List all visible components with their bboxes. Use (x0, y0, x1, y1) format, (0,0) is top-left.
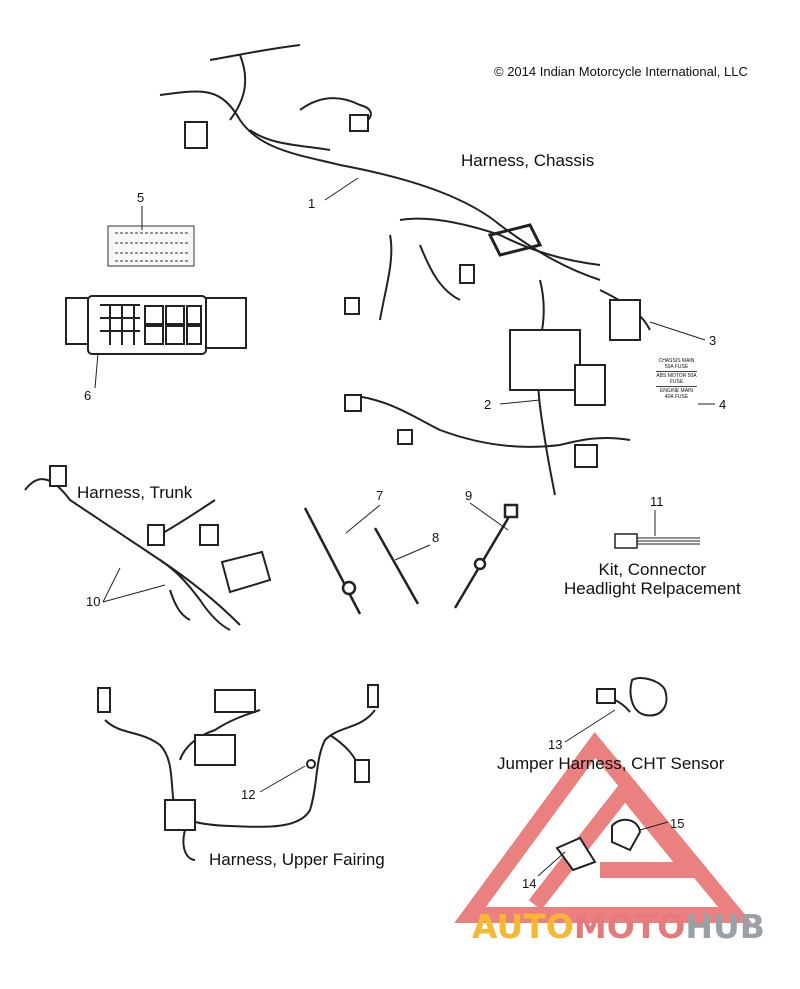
callout-4: 4 (719, 397, 727, 412)
callout-11: 11 (650, 494, 664, 509)
watermark-part-auto: AUTO (472, 907, 574, 946)
callout-10: 10 (86, 594, 101, 609)
fuse-box-6 (65, 295, 247, 355)
jumper-harness-label: Jumper Harness, CHT Sensor (497, 754, 725, 773)
upper-fairing-harness-drawing (97, 684, 379, 861)
cable-ties-7-8-9 (303, 503, 519, 615)
callout-5: 5 (137, 190, 145, 205)
copyright-notice: © 2014 Indian Motorcycle International, … (494, 64, 748, 79)
callout-9: 9 (465, 488, 473, 503)
callout-12: 12 (241, 787, 256, 802)
watermark-logo-text: AUTOMOTOHUB (472, 907, 765, 946)
fuse-label-card-4: CHASSIS MAIN 50A FUSE ABS MOTOR 50A FUSE… (656, 357, 697, 453)
callout-3: 3 (709, 333, 717, 348)
jumper-harness-13 (596, 677, 668, 717)
connector-kit-label: Kit, Connector Headlight Relpacement (564, 560, 741, 598)
fuse-label-engine-main: ENGINE MAIN 40A FUSE (659, 388, 694, 400)
fuse-label-abs-motor: ABS MOTOR 50A FUSE (656, 373, 697, 387)
trunk-harness-label: Harness, Trunk (77, 483, 193, 502)
callout-1: 1 (308, 196, 316, 211)
callout-15: 15 (670, 816, 685, 831)
trunk-harness-drawing (24, 465, 272, 631)
chassis-harness-label: Harness, Chassis (461, 151, 595, 170)
fuse-label-chassis-main: CHASSIS MAIN 50A FUSE (656, 357, 697, 372)
callout-6: 6 (84, 388, 92, 403)
watermark-part-hub: HUB (685, 907, 765, 946)
chassis-harness-drawing (159, 44, 651, 496)
connector-kit-label-line1: Kit, Connector (598, 560, 707, 579)
connector-kit-11 (614, 533, 700, 549)
connector-kit-label-line2: Headlight Relpacement (564, 579, 741, 598)
upper-fairing-harness-label: Harness, Upper Fairing (209, 850, 385, 869)
label-card-5 (107, 225, 195, 267)
leader-lines (94, 177, 715, 877)
callout-13: 13 (548, 737, 563, 752)
callout-14: 14 (522, 876, 537, 891)
watermark-part-moto: MOTO (573, 907, 686, 946)
callout-2: 2 (484, 397, 492, 412)
callout-7: 7 (376, 488, 384, 503)
clamps-14-15 (555, 818, 642, 872)
callout-8: 8 (432, 530, 440, 545)
